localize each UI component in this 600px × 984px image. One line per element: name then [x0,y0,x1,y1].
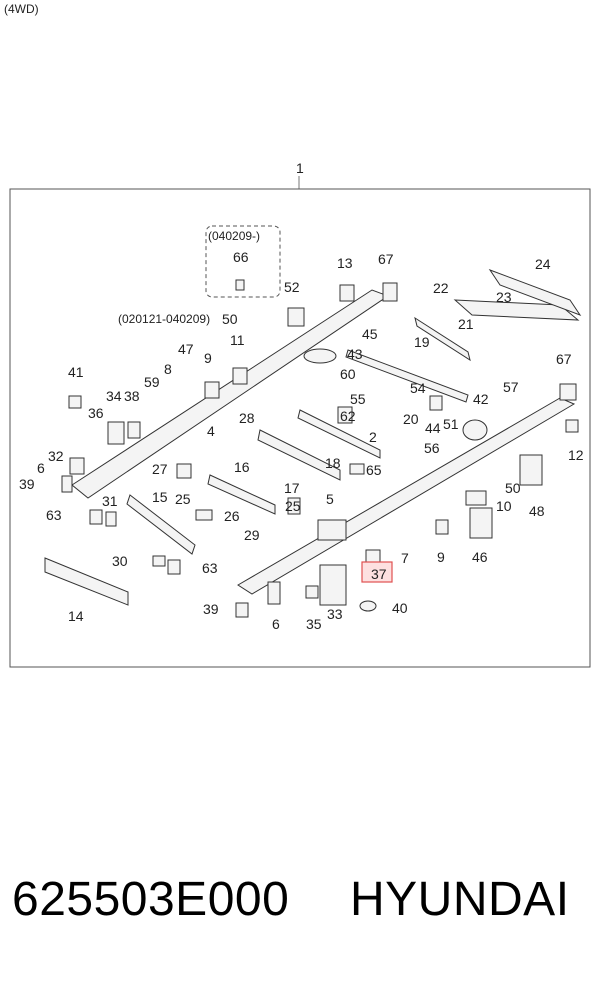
callout-label: 33 [327,606,343,622]
callout-label: 17 [284,480,300,496]
callout-label: 65 [366,462,382,478]
callout-label: 22 [433,280,449,296]
callout-label: 9 [437,549,445,565]
callout-label: 32 [48,448,64,464]
callout-label: 29 [244,527,260,543]
callout-label: 30 [112,553,128,569]
callout-label: 54 [410,380,426,396]
callout-label: 57 [503,379,519,395]
callout-label: 25 [285,498,301,514]
callout-label: 37 [371,566,387,582]
callout-label: 12 [568,447,584,463]
callout-labels: 66 13 67 24 52 22 23 50 21 45 47 9 11 43… [19,249,584,632]
brand-name: HYUNDAI [350,873,570,926]
part-footer: 625503E000 HYUNDAI [0,872,600,942]
callout-label: 21 [458,316,474,332]
callout-label: 6 [37,460,45,476]
callout-label: 42 [473,391,489,407]
callout-label: 28 [239,410,255,426]
callout-label: 47 [178,341,194,357]
callout-label: 25 [175,491,191,507]
callout-label: 50 [505,480,521,496]
callout-label: 2 [369,429,377,445]
callout-label: 23 [496,289,512,305]
callout-label: 27 [152,461,168,477]
callout-label: 44 [425,420,441,436]
callout-label: 24 [535,256,551,272]
callout-label: 59 [144,374,160,390]
part-number: 625503E000 [12,873,290,926]
callout-label: 45 [362,326,378,342]
callout-label: 5 [326,491,334,507]
callout-label: 31 [102,493,118,509]
callout-label: 48 [529,503,545,519]
callout-label: 11 [230,332,245,348]
part-glyphs [61,279,579,618]
callout-label: 18 [325,455,341,471]
callout-label: 46 [472,549,488,565]
callout-label: 35 [306,616,322,632]
callout-label: 63 [202,560,218,576]
callout-label: 36 [88,405,104,421]
callout-label: 14 [68,608,84,624]
callout-label: 40 [392,600,408,616]
callout-label: 10 [496,498,512,514]
callout-label: 55 [350,391,366,407]
callout-label: 19 [414,334,430,350]
callout-label: 8 [164,361,172,377]
callout-label: 51 [443,416,459,432]
callout-label: 43 [347,346,363,362]
callout-label: 52 [284,279,300,295]
callout-label: 6 [272,616,280,632]
callout-label: 34 [106,388,122,404]
callout-label: 4 [207,423,215,439]
highlight-box [361,561,393,583]
date-range-box [205,225,281,298]
callout-label: 66 [233,249,249,265]
callout-label: 39 [19,476,35,492]
callout-label: 67 [378,251,394,267]
date-range-50-label: (020121-040209) [118,312,210,326]
callout-label: 9 [204,350,212,366]
callout-label: 26 [224,508,240,524]
parts-diagram: 1 (040209-) (020121-040209) [9,160,591,668]
callout-label: 63 [46,507,62,523]
callout-label: 56 [424,440,440,456]
callout-label: 38 [124,388,140,404]
assembly-number: 1 [296,160,304,176]
callout-label: 67 [556,351,572,367]
callout-label: 62 [340,408,356,424]
callout-label: 50 [222,311,238,327]
callout-label: 15 [152,489,168,505]
callout-label: 16 [234,459,250,475]
frame-rails [44,268,582,606]
callout-label: 7 [401,550,409,566]
callout-label: 60 [340,366,356,382]
variant-label: (4WD) [4,2,39,16]
callout-label: 39 [203,601,219,617]
diagram-frame [9,188,591,668]
callout-label: 41 [68,364,84,380]
callout-label: 20 [403,411,419,427]
date-range-box-label: (040209-) [208,229,260,243]
callout-label: 13 [337,255,353,271]
